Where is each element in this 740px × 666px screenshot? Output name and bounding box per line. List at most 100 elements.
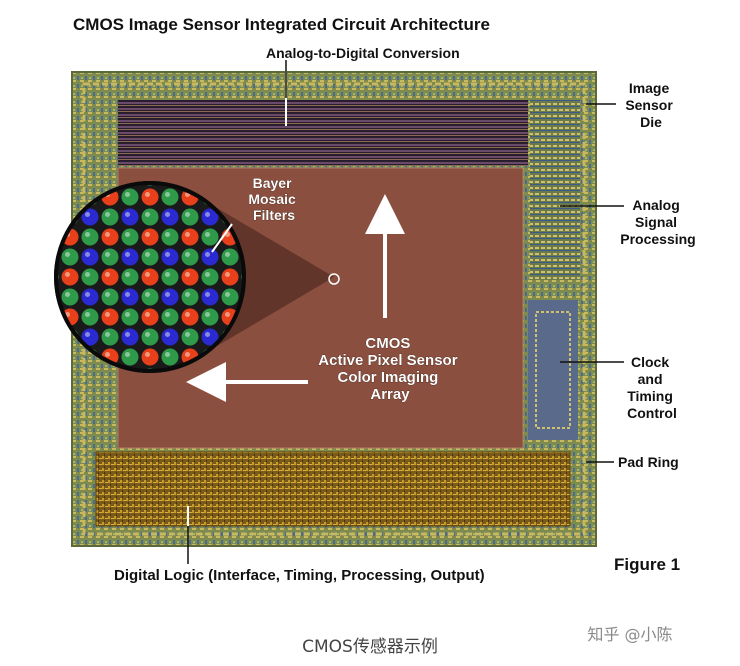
bayer-filter-dot [181, 328, 199, 346]
bayer-dot-highlight [165, 352, 170, 357]
bayer-dot-highlight [165, 292, 170, 297]
bayer-dot-highlight [105, 292, 110, 297]
bayer-dot-highlight [125, 212, 130, 217]
bayer-dot-highlight [85, 292, 90, 297]
bayer-dot-highlight [185, 352, 190, 357]
bayer-dot-highlight [165, 192, 170, 197]
bayer-dot-highlight [205, 312, 210, 317]
bayer-dot-highlight [45, 332, 50, 337]
analog-signal-label: Analog Signal Processing [620, 197, 695, 247]
bayer-filter-dot [61, 268, 79, 286]
adc-label: Analog-to-Digital Conversion [266, 45, 460, 61]
bayer-filter-dot [56, 183, 59, 186]
bayer-filter-dot [141, 188, 159, 206]
bayer-dot-highlight [185, 312, 190, 317]
bayer-filter-dot [81, 248, 99, 266]
bayer-pointer [211, 223, 233, 253]
bayer-dot-highlight [65, 372, 70, 377]
bayer-filter-dot [161, 328, 179, 346]
bayer-filter-dot [161, 248, 179, 266]
bayer-filter-dot [141, 308, 159, 326]
bayer-filter-dot [56, 368, 59, 371]
digital-logic-region [95, 451, 571, 527]
bayer-dot-highlight [105, 232, 110, 237]
bayer-filter-dot [121, 248, 139, 266]
bayer-dot-highlight [45, 212, 50, 217]
bayer-dot-highlight [125, 252, 130, 257]
bayer-dot-highlight [85, 212, 90, 217]
bayer-filter-dot [121, 288, 139, 306]
bayer-dot-highlight [45, 292, 50, 297]
bayer-dot-highlight [205, 252, 210, 257]
bayer-filter-dot [181, 208, 199, 226]
adc-region [118, 100, 528, 166]
bayer-dot-highlight [105, 352, 110, 357]
bayer-filter-dot [201, 308, 219, 326]
image-caption: CMOS传感器示例 [302, 637, 438, 657]
bayer-dot-highlight [225, 292, 230, 297]
bayer-dot-highlight [65, 192, 70, 197]
bayer-dot-highlight [225, 272, 230, 277]
bayer-filter-dot [181, 268, 199, 286]
bayer-dot-highlight [65, 272, 70, 277]
bayer-dot-highlight [205, 332, 210, 337]
bayer-filter-dot [181, 288, 199, 306]
bayer-dot-highlight [105, 332, 110, 337]
bayer-filter-dot [161, 348, 179, 366]
bayer-dot-highlight [65, 212, 70, 217]
bayer-dot-highlight [165, 232, 170, 237]
bayer-filter-dot [101, 308, 119, 326]
bayer-dot-highlight [65, 292, 70, 297]
clock-timing-label: Clock and Timing Control [627, 354, 677, 421]
pad-ring-label: Pad Ring [618, 454, 679, 470]
bayer-filter-dot [181, 248, 199, 266]
bayer-filter-dot [161, 308, 179, 326]
bayer-dot-highlight [145, 272, 150, 277]
diagram-title: CMOS Image Sensor Integrated Circuit Arc… [73, 15, 490, 34]
bayer-dot-highlight [125, 312, 130, 317]
bayer-dot-highlight [145, 312, 150, 317]
bayer-filter-dot [161, 228, 179, 246]
bayer-dot-highlight [185, 272, 190, 277]
bayer-filter-dot [161, 268, 179, 286]
bayer-filter-dot [121, 188, 139, 206]
bayer-filter-dot [121, 328, 139, 346]
bayer-filter-dot [81, 328, 99, 346]
image-sensor-die-label: Image Sensor Die [625, 80, 676, 130]
bayer-filter-dot [101, 328, 119, 346]
bayer-dot-highlight [225, 252, 230, 257]
figure-number: Figure 1 [614, 555, 680, 574]
bayer-dot-highlight [85, 232, 90, 237]
bayer-dot-highlight [125, 292, 130, 297]
bayer-filter-dot [201, 248, 219, 266]
bayer-filter-dot [56, 208, 59, 226]
bayer-filter-dot [56, 308, 59, 326]
cmos-array-label: CMOS Active Pixel Sensor Color Imaging A… [318, 335, 461, 403]
bayer-dot-highlight [185, 232, 190, 237]
bayer-dot-highlight [165, 312, 170, 317]
bayer-filter-dot [56, 228, 59, 246]
bayer-filter-dot [141, 268, 159, 286]
bayer-dot-highlight [225, 312, 230, 317]
bayer-dot-highlight [185, 332, 190, 337]
bayer-dot-highlight [165, 252, 170, 257]
bayer-filter-dot [101, 208, 119, 226]
bayer-dot-highlight [145, 332, 150, 337]
bayer-filter-dot [201, 208, 219, 226]
bayer-filter-dot [101, 248, 119, 266]
bayer-filter-dot [81, 288, 99, 306]
bayer-filter-dot [121, 308, 139, 326]
bayer-filter-dot [121, 228, 139, 246]
bayer-filter-dot [56, 188, 59, 206]
bayer-filter-dot [141, 248, 159, 266]
bayer-filter-dot [201, 288, 219, 306]
bayer-dot-highlight [85, 312, 90, 317]
bayer-dot-highlight [145, 352, 150, 357]
bayer-dot-highlight [125, 352, 130, 357]
bayer-dot-highlight [185, 252, 190, 257]
bayer-filter-dot [201, 228, 219, 246]
bayer-label: Bayer Mosaic Filters [248, 175, 299, 223]
bayer-dot-highlight [85, 272, 90, 277]
bayer-dot-highlight [205, 232, 210, 237]
